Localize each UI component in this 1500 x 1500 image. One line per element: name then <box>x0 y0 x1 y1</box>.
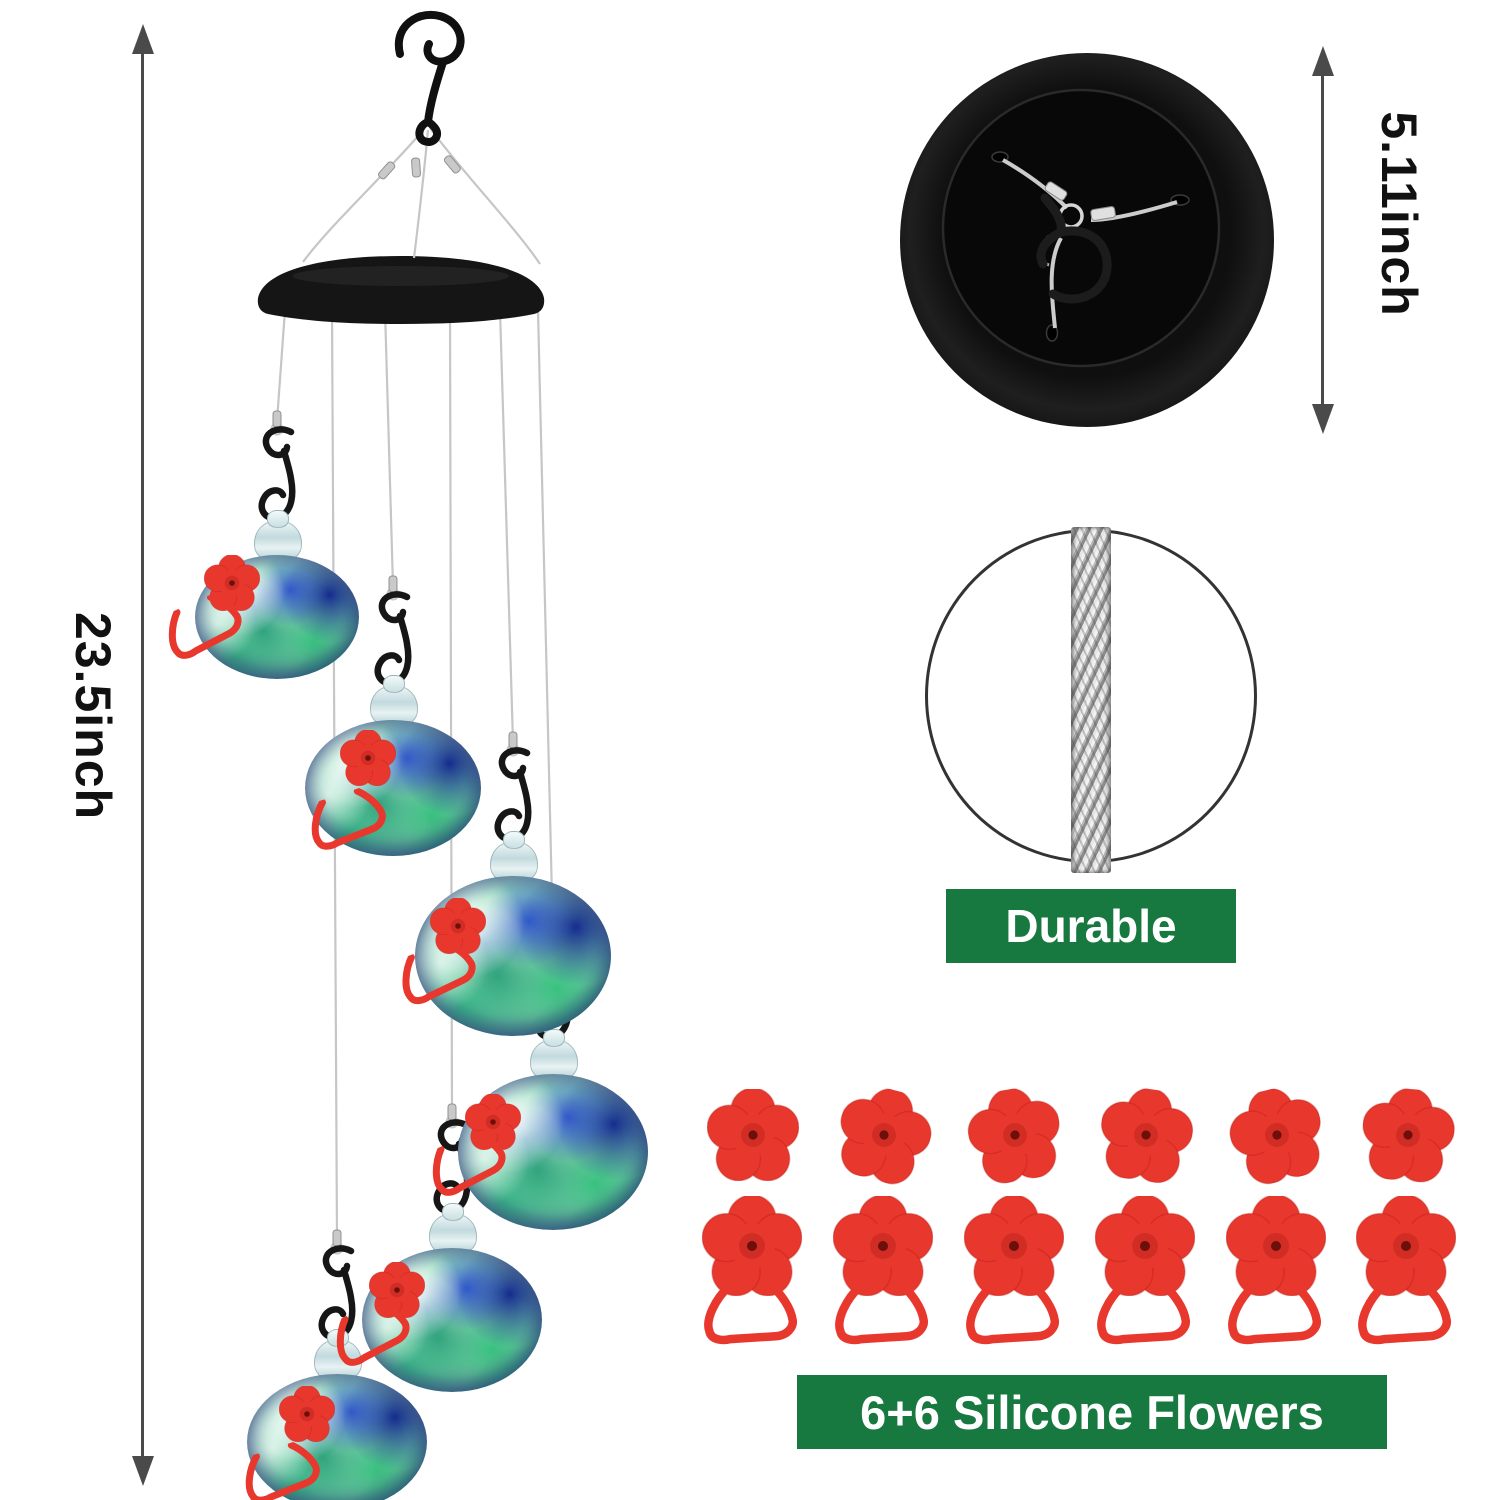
feeder-flower-port-icon <box>279 1386 335 1442</box>
height-dimension-line <box>141 50 144 1460</box>
suspension-wires <box>302 127 541 265</box>
silicone-flower-with-loop-icon <box>1095 1196 1195 1348</box>
disc-bottom-view <box>900 53 1274 427</box>
disc-diameter-label: 5.11inch <box>1371 111 1427 317</box>
disc-dimension-arrow-top-icon <box>1312 46 1334 76</box>
disc-crimps <box>1044 181 1116 221</box>
dimension-arrow-top-icon <box>132 24 154 54</box>
silicone-flower-with-loop-icon <box>833 1196 933 1348</box>
silicone-flowers-badge: 6+6 Silicone Flowers <box>797 1375 1387 1449</box>
silicone-flower-with-loop-icon <box>1226 1196 1326 1348</box>
disc-hanging-hook-icon <box>1036 193 1112 304</box>
chime-top-disc <box>257 256 545 324</box>
braided-cable-icon <box>1071 527 1111 873</box>
silicone-flower-icon <box>1094 1083 1198 1187</box>
disc-dimension-arrow-bottom-icon <box>1312 404 1334 434</box>
feeder-glass-neck <box>254 510 302 561</box>
feeder-glass-neck <box>429 1203 477 1254</box>
feeder-flower-port-icon <box>340 730 396 786</box>
top-s-hook-icon <box>394 11 465 146</box>
feeder-glass-neck <box>370 675 418 726</box>
feeder-glass-globe <box>305 720 481 856</box>
silicone-flower-icon <box>707 1089 799 1181</box>
suspension-crimps <box>378 155 461 180</box>
durable-badge: Durable <box>946 889 1236 963</box>
disc-dimension-line <box>1321 72 1324 408</box>
silicone-flower-with-loop-icon <box>702 1196 802 1348</box>
silicone-flower-with-loop-icon <box>1356 1196 1456 1348</box>
silicone-flower-icon <box>962 1082 1069 1189</box>
silicone-flower-with-loop-icon <box>964 1196 1064 1348</box>
silicone-flower-icon <box>1358 1085 1458 1185</box>
dimension-arrow-bottom-icon <box>132 1456 154 1486</box>
feeder-glass-globe <box>247 1374 427 1500</box>
